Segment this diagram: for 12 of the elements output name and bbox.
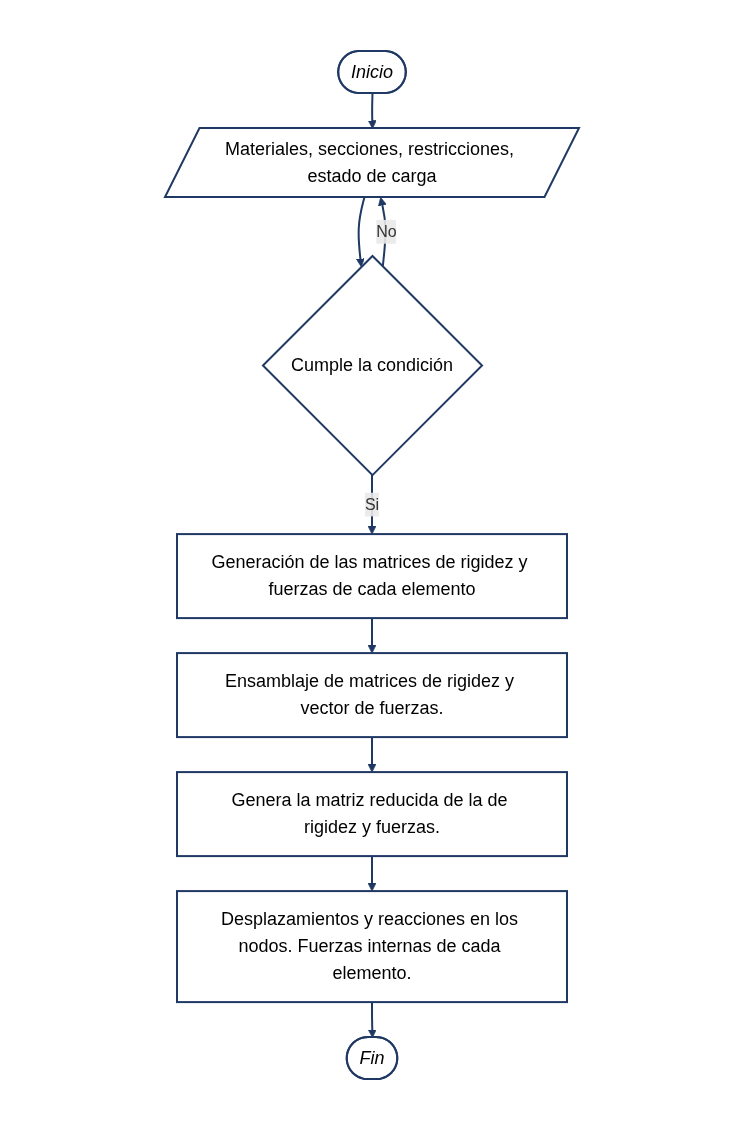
edge-label: No bbox=[375, 223, 397, 241]
node-box: Generación de las matrices de rigidez y fuerzas de cada elemento bbox=[175, 533, 568, 620]
node-diamond: Cumple la condición bbox=[261, 255, 483, 477]
node-box: Desplazamientos y reacciones en los nodos. Fuerzas internas de cada elemento. bbox=[175, 890, 568, 1004]
node-box: Ensamblaje de matrices de rigidez y vector de fuerzas. bbox=[175, 652, 568, 739]
arrow bbox=[367, 736, 376, 773]
edge-label: Si bbox=[364, 496, 379, 514]
node-box: Genera la matriz reducida de la de rigidez y fuerzas. bbox=[175, 771, 568, 858]
arrow bbox=[367, 617, 376, 654]
arrow bbox=[367, 474, 376, 535]
arrow bbox=[367, 855, 376, 892]
arrow bbox=[367, 1001, 377, 1039]
